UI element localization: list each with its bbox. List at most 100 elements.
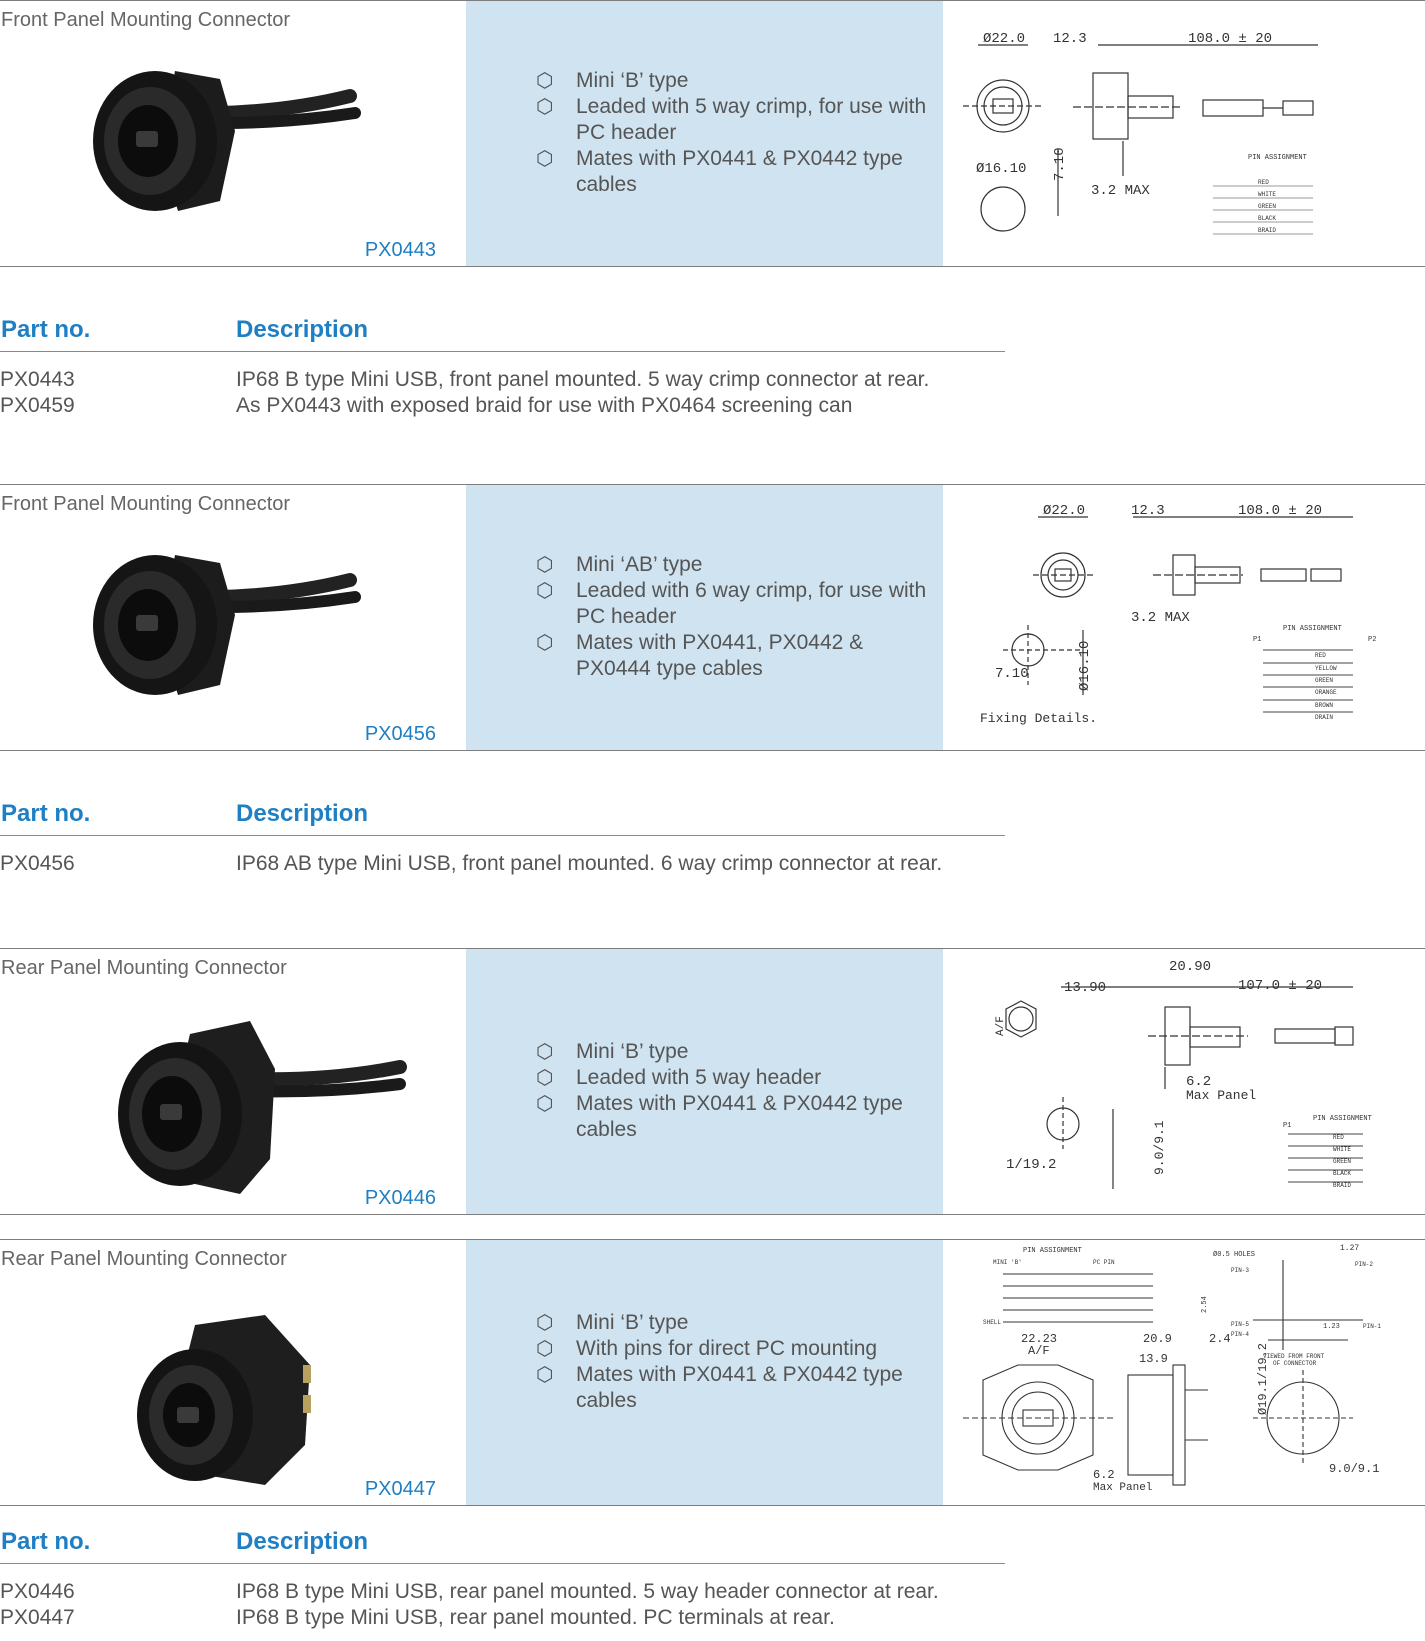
- features-panel: ⬡Mini ‘B’ type ⬡Leaded with 5 way header…: [466, 949, 943, 1215]
- hexagon-bullet-icon: ⬡: [536, 1093, 554, 1115]
- wire-label: GREEN: [1258, 203, 1276, 210]
- part-description: IP68 B type Mini USB, rear panel mounted…: [236, 1580, 939, 1603]
- wire-label: BLACK: [1258, 215, 1276, 222]
- part-description: IP68 B type Mini USB, front panel mounte…: [236, 368, 930, 391]
- wire-label: BRAID: [1258, 227, 1276, 234]
- dimension-label: 2.54: [1201, 1296, 1209, 1313]
- dimension-label: PIN-3: [1231, 1267, 1249, 1274]
- dimension-label: 3.2 MAX: [1091, 183, 1150, 199]
- dimension-label: PIN-2: [1355, 1261, 1373, 1268]
- hexagon-bullet-icon: ⬡: [536, 1041, 554, 1063]
- product-photo-panel: Rear Panel Mounting Connector PX0446: [0, 949, 466, 1215]
- features-panel: ⬡Mini ‘AB’ type ⬡Leaded with 6 way crimp…: [466, 485, 943, 751]
- wire-label: RED: [1258, 179, 1269, 186]
- product-photo-panel: Front Panel Mounting Connector PX0456: [0, 485, 466, 751]
- drawing-svg: PIN ASSIGNMENT MINI 'B' PC PIN SHELL Ø0.…: [963, 1244, 1381, 1494]
- wire-label: RED: [1315, 652, 1326, 659]
- description-column-header: Description: [236, 1528, 369, 1555]
- product-block-px0446: Rear Panel Mounting Connector PX0446 ⬡Mi…: [0, 948, 1425, 1216]
- part-no-column-header: Part no.: [1, 800, 91, 827]
- p1-label: P1: [1283, 1122, 1291, 1130]
- divider: [0, 266, 1425, 267]
- product-block-px0456: Front Panel Mounting Connector PX0456 ⬡M…: [0, 484, 1425, 752]
- wire-label: ORANGE: [1315, 689, 1337, 696]
- dimension-label: Ø19.1/19.2: [1256, 1343, 1270, 1415]
- feature-item: ⬡Leaded with 5 way header: [536, 1066, 822, 1089]
- dimension-label: 2.4: [1209, 1332, 1231, 1346]
- dimension-label: MINI 'B': [993, 1259, 1022, 1266]
- dimension-label: 9.0/9.1: [1152, 1120, 1167, 1175]
- wire-label: BLACK: [1333, 1170, 1351, 1177]
- feature-item: ⬡Mini ‘B’ type: [536, 69, 689, 92]
- feature-list: ⬡Mini ‘B’ type ⬡With pins for direct PC …: [536, 1310, 943, 1414]
- connector-photo: [118, 1021, 407, 1194]
- connector-photo: [137, 1315, 311, 1485]
- part-code-label: PX0447: [364, 1478, 436, 1500]
- wire-label: WHITE: [1258, 191, 1276, 198]
- description-column-header: Description: [236, 316, 369, 343]
- dimension-label: 13.90: [1064, 980, 1106, 996]
- technical-drawing: Ø22.0 12.3 108.0 ± 20 Ø16.10 7.10 3.2 MA…: [943, 1, 1425, 267]
- dimension-label: 1/19.2: [1006, 1157, 1056, 1173]
- divider: [0, 948, 1425, 949]
- fixing-details-label: Fixing Details.: [980, 711, 1097, 726]
- part-number: PX0459: [0, 394, 75, 417]
- wire-label: BROWN: [1315, 702, 1333, 709]
- part-number: PX0446: [0, 1580, 75, 1603]
- product-heading: Front Panel Mounting Connector: [1, 9, 291, 31]
- feature-list: ⬡Mini ‘AB’ type ⬡Leaded with 6 way crimp…: [536, 552, 943, 682]
- part-code-label: PX0443: [364, 239, 436, 261]
- features-panel: ⬡Mini ‘B’ type ⬡With pins for direct PC …: [466, 1240, 943, 1506]
- pin-assignment-label: PIN ASSIGNMENT: [1248, 154, 1307, 162]
- dimension-label: PIN-1: [1363, 1323, 1381, 1330]
- dimension-label: 7.10: [1052, 147, 1068, 181]
- divider: [0, 750, 1425, 751]
- connector-photo: [93, 555, 361, 695]
- divider: [0, 484, 1425, 485]
- dimension-label: 6.2: [1186, 1074, 1211, 1090]
- feature-item: ⬡Mini ‘AB’ type: [536, 553, 703, 576]
- part-description: IP68 B type Mini USB, rear panel mounted…: [236, 1606, 835, 1629]
- dimension-label: 3.2 MAX: [1131, 610, 1190, 626]
- dimension-label: Ø16.10: [976, 161, 1026, 177]
- part-code-label: PX0446: [364, 1187, 436, 1209]
- feature-list: ⬡Mini ‘B’ type ⬡Leaded with 5 way header…: [536, 1039, 943, 1143]
- dimension-label: 108.0 ± 20: [1188, 31, 1272, 47]
- pin-assignment-label: PIN ASSIGNMENT: [1283, 625, 1342, 633]
- technical-drawing: PIN ASSIGNMENT MINI 'B' PC PIN SHELL Ø0.…: [943, 1240, 1425, 1506]
- dimension-label: 6.2: [1093, 1468, 1115, 1482]
- product-heading: Front Panel Mounting Connector: [1, 493, 291, 515]
- feature-item: ⬡Mates with PX0441 & PX0442 type cables: [536, 1092, 903, 1141]
- dimension-label: A/F: [995, 1016, 1007, 1036]
- dimension-label: 1.23: [1323, 1323, 1340, 1331]
- part-no-column-header: Part no.: [1, 316, 91, 343]
- product-heading: Rear Panel Mounting Connector: [1, 1248, 287, 1270]
- drawing-svg: Ø22.0 12.3 108.0 ± 20 3.2 MAX 7.10 Ø16.1…: [980, 503, 1376, 726]
- dimension-label: A/F: [1028, 1344, 1050, 1358]
- p1-label: P1: [1253, 636, 1261, 644]
- p2-label: P2: [1368, 636, 1376, 644]
- dimension-label: PIN ASSIGNMENT: [1023, 1247, 1082, 1255]
- parts-table: Part no. Description PX0443 IP68 B type M…: [0, 316, 1005, 426]
- drawing-svg: 20.90 13.90 107.0 ± 20 A/F 6.2 Max Panel…: [995, 959, 1372, 1189]
- dimension-label: 1.27: [1340, 1244, 1359, 1253]
- part-description: IP68 AB type Mini USB, front panel mount…: [236, 852, 943, 875]
- dimension-label: Max Panel: [1093, 1482, 1152, 1494]
- hexagon-bullet-icon: ⬡: [536, 1067, 554, 1089]
- hexagon-bullet-icon: ⬡: [536, 70, 554, 92]
- wire-label: YELLOW: [1315, 665, 1337, 672]
- dimension-label: 20.9: [1143, 1332, 1172, 1346]
- hexagon-bullet-icon: ⬡: [536, 148, 554, 170]
- dimension-label: Ø22.0: [1043, 503, 1085, 519]
- part-number: PX0443: [0, 368, 75, 391]
- feature-item: ⬡Mini ‘B’ type: [536, 1311, 689, 1334]
- dimension-label: Ø16.10: [1077, 641, 1093, 691]
- dimension-label: PC PIN: [1093, 1259, 1115, 1266]
- product-photo-panel: Front Panel Mounting Connector PX0443: [0, 1, 466, 267]
- feature-item: ⬡With pins for direct PC mounting: [536, 1337, 878, 1360]
- wire-label: BRAID: [1333, 1182, 1351, 1189]
- feature-list: ⬡Mini ‘B’ type ⬡Leaded with 5 way crimp,…: [536, 68, 943, 198]
- dimension-label: 9.0/9.1: [1329, 1462, 1379, 1476]
